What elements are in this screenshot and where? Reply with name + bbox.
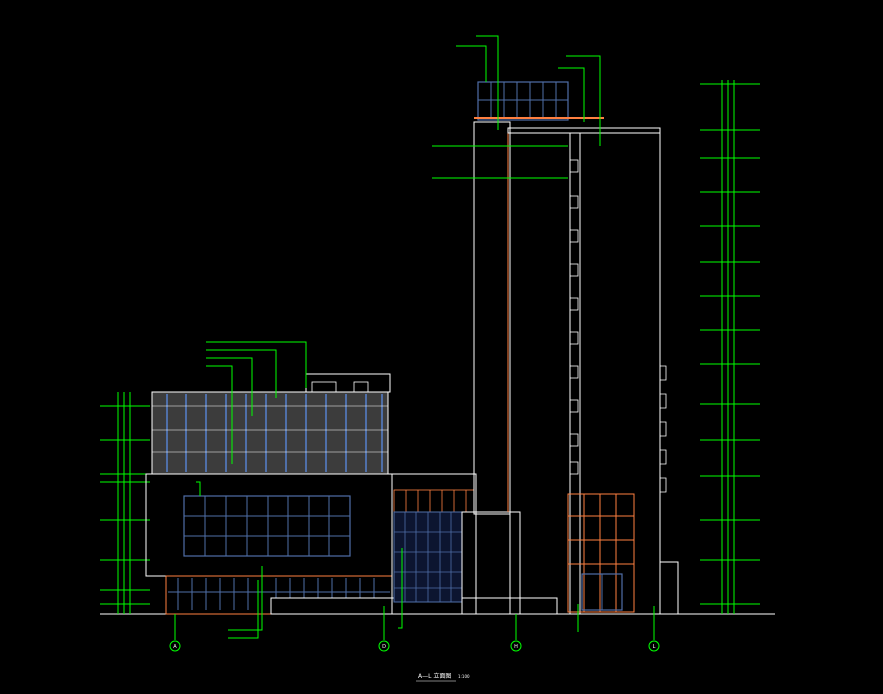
drawing-title-block: A—L 立面图 1:100 [416,672,470,682]
axis-bubble-l [648,640,660,652]
axis-bubble-d [378,640,390,652]
low-block [145,373,558,615]
axis-label-d: D [382,644,386,650]
right-level-dimensions [700,80,760,614]
axis-label-a: A [173,644,177,650]
drawing-title: A—L 立面图 [418,672,451,680]
axis-label-l: L [653,644,656,650]
drawing-scale: 1:100 [458,674,470,679]
tower [473,81,679,615]
axis-bubble-a [169,640,181,652]
axis-bubble-h [510,640,522,652]
left-level-dimensions [100,392,150,614]
connector-block [391,473,521,615]
axis-label-h: H [514,644,518,650]
leader-lines [196,35,601,639]
grid-axes: A D H L [169,606,660,652]
